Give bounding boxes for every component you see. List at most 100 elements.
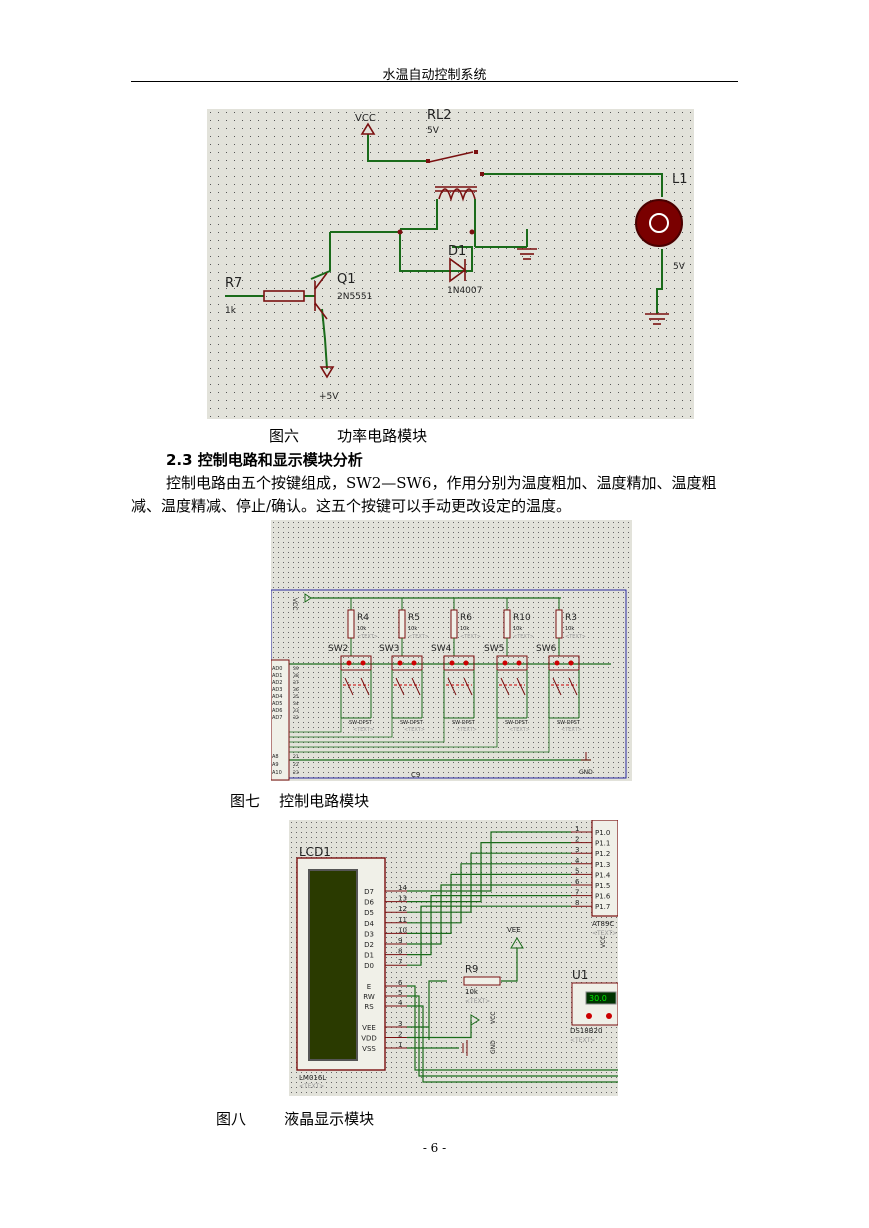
lcd-pin-number: 3 (398, 1020, 402, 1028)
lcd-pin-number: 4 (398, 999, 403, 1007)
header-rule (131, 81, 738, 82)
figure6-caption: 图六 功率电路模块 (269, 427, 428, 445)
mcu-pin-number: 32 (293, 715, 299, 721)
mcu-pin-number: 6 (575, 878, 580, 886)
switch-part: SW-DPST (557, 720, 581, 726)
switch-contact (449, 660, 455, 666)
pot-name: R9 (465, 964, 478, 975)
mcu-pin-number: 33 (293, 708, 299, 714)
lcd-pin-number: 13 (398, 895, 407, 903)
figure7-caption: 图七 控制电路模块 (230, 792, 370, 810)
lcd-pin-name: D2 (364, 941, 374, 949)
lcd-pin-number: 10 (398, 926, 407, 934)
mcu-pin-name: P1.1 (595, 840, 610, 848)
mcu-pin-number: 34 (293, 701, 299, 707)
lcd-pin-number: 14 (398, 884, 407, 892)
lamp-label: L1 (672, 172, 688, 187)
mcu-pin-name: P1.2 (595, 850, 610, 858)
transistor-label: Q1 (337, 272, 356, 287)
lcd-pin-name: RS (364, 1003, 374, 1011)
switch-body (391, 655, 423, 671)
resistor-value: 10k (513, 626, 522, 632)
lcd-pin-number: 2 (398, 1031, 402, 1039)
resistor-label: R7 (225, 276, 242, 291)
resistor-name: R4 (357, 613, 369, 623)
mcu-pin-label: AD5 (272, 701, 282, 707)
lcd-pin-name: D1 (364, 952, 374, 960)
switch-body (496, 655, 528, 671)
relay-voltage: 5V (427, 126, 440, 136)
pot-value: 10k (465, 988, 479, 996)
mcu-pin-number: 8 (575, 899, 579, 907)
switch-tag: <TEXT> (456, 727, 477, 733)
resistor-body (450, 609, 458, 639)
c9-label: C9 (411, 771, 420, 779)
switch-contact (502, 660, 508, 666)
mcu-pin-label: AD0 (272, 666, 282, 672)
mcu-pin-label: A9 (272, 762, 279, 768)
mcu-vcc: VCC (600, 936, 607, 948)
vee-label: VEE (507, 926, 521, 934)
switch-part: SW-DPST (349, 720, 373, 726)
figure8-caption: 图八 液晶显示模块 (216, 1110, 375, 1128)
section-heading: 2.3 控制电路和显示模块分析 (166, 451, 363, 469)
mcu-pin-name: P1.5 (595, 882, 610, 890)
resistor-name: R3 (565, 613, 577, 623)
mcu-pin-number: 21 (293, 754, 299, 760)
body-paragraph: 控制电路由五个按键组成，SW2—SW6，作用分别为温度粗加、温度精加、温度粗减、… (131, 474, 717, 515)
switch-contact (411, 660, 417, 666)
mcu-pin-label: A8 (272, 754, 279, 760)
diode-part: 1N4007 (447, 286, 482, 296)
mcu-pin-label: A10 (272, 770, 282, 776)
mcu-pin-name: P1.6 (595, 893, 611, 901)
lcd-pin-name: VDD (361, 1035, 377, 1043)
resistor-tag: <TEXT> (565, 634, 586, 640)
lcd-pin-number: 5 (398, 989, 402, 997)
switch-name: SW5 (484, 644, 504, 654)
lcd-pin-number: 8 (398, 948, 402, 956)
lcd-tag: <TEXT> (299, 1083, 324, 1090)
mcu-pin-label: AD1 (272, 673, 282, 679)
mcu-pin-name: P1.7 (595, 903, 610, 911)
switch-tag: <TEXT> (561, 727, 582, 733)
mcu-pin-number: 36 (293, 687, 299, 693)
lcd-pin-name: D6 (364, 899, 374, 907)
lcd-pin-name: VEE (362, 1024, 376, 1032)
relay-label: RL2 (427, 109, 452, 123)
resistor-tag: <TEXT> (460, 634, 481, 640)
mcu-pin-label: AD2 (272, 680, 282, 686)
lcd-pin-name: D5 (364, 909, 374, 917)
sensor-part: DS18B20 (570, 1027, 602, 1035)
mcu-pin-label: AD7 (272, 715, 282, 721)
switch-tag: <TEXT> (404, 727, 425, 733)
switch-contact (568, 660, 574, 666)
switch-contact (463, 660, 469, 666)
resistor-name: R5 (408, 613, 420, 623)
sensor-tag: <TEXT> (570, 1037, 595, 1044)
resistor-tag: <TEXT> (408, 634, 429, 640)
mcu-pin-label: AD3 (272, 687, 282, 693)
figure-power-circuit: VCC RL2 5V L1 5V D1 1N4007 Q1 2N5551 R7 … (207, 109, 694, 419)
pot-tag: <TEXT> (465, 998, 490, 1005)
switch-part: SW-DPST (505, 720, 529, 726)
mcu-pin-number: 35 (293, 694, 299, 700)
mcu-pin-label: AD6 (272, 708, 282, 714)
switch-part: SW-DPST (452, 720, 476, 726)
resistor-tag: <TEXT> (513, 634, 534, 640)
switch-name: SW2 (328, 644, 348, 654)
lcd-pin-number: 12 (398, 905, 407, 913)
lcd-pin-name: D7 (364, 888, 374, 896)
lamp-voltage: 5V (673, 262, 686, 272)
resistor-tag: <TEXT> (357, 634, 378, 640)
sensor-reading: 30.0 (589, 994, 607, 1003)
mcu-pin-number: 37 (293, 680, 299, 686)
resistor-name: R10 (513, 613, 531, 623)
running-header: 水温自动控制系统 (382, 68, 487, 83)
switch-name: SW4 (431, 644, 452, 654)
resistor-body (398, 609, 406, 639)
switch-body (443, 655, 475, 671)
